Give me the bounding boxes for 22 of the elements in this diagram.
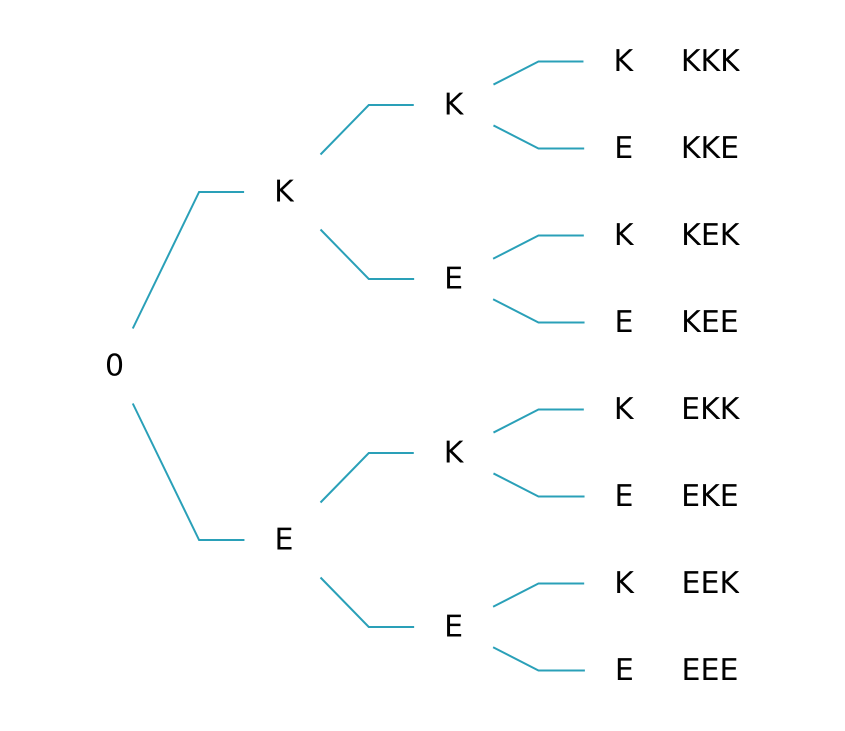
node-text: 0: [105, 348, 124, 383]
connector: [493, 124, 584, 149]
node-text: E: [444, 609, 464, 644]
connector: [320, 452, 414, 503]
connector: [320, 104, 414, 155]
connector: [493, 472, 585, 497]
connector: [493, 60, 584, 85]
connector: [132, 190, 244, 328]
connector: [492, 582, 584, 608]
connector: [492, 646, 585, 671]
node-text: E KKE: [614, 130, 740, 166]
node-text: E EKE: [614, 478, 739, 514]
connector: [493, 408, 584, 433]
node-text: E KEE: [614, 304, 739, 340]
connector: [132, 402, 245, 540]
node-text: E: [444, 261, 464, 296]
connector: [320, 228, 414, 280]
connector: [492, 298, 585, 323]
node-text: E: [274, 522, 294, 557]
connector: [320, 576, 414, 628]
node-text: E EEE: [614, 652, 738, 688]
connector: [492, 234, 584, 260]
